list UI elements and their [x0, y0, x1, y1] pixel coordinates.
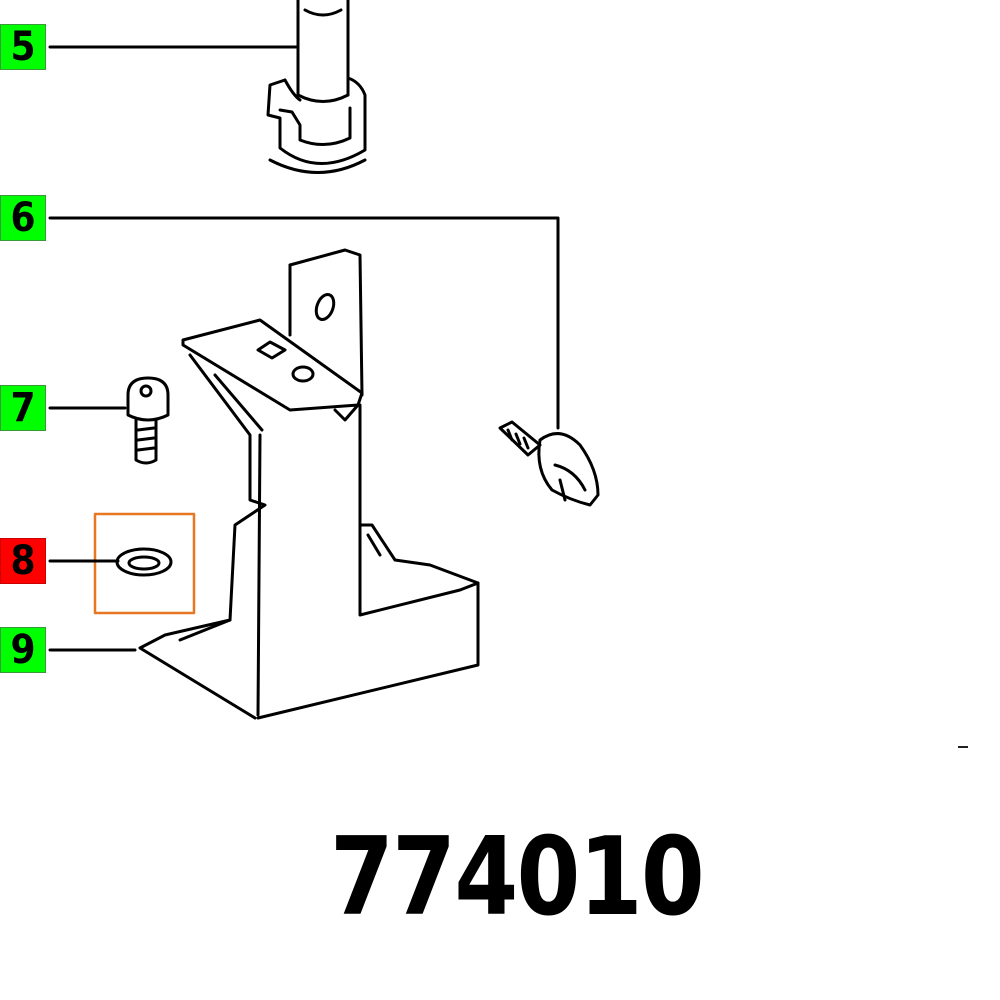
footer-mark [958, 746, 968, 748]
callout-label-9[interactable]: 9 [0, 627, 46, 673]
part-8-washer[interactable] [115, 547, 173, 577]
callout-number-5: 5 [10, 24, 36, 70]
callout-number-6: 6 [10, 195, 36, 241]
callout-label-6[interactable]: 6 [0, 195, 46, 241]
leader-line-6 [48, 216, 560, 430]
highlight-box-part-8 [93, 512, 196, 615]
callout-label-8[interactable]: 8 [0, 538, 46, 584]
callout-label-5[interactable]: 5 [0, 24, 46, 70]
part-7-socket-screw[interactable] [126, 376, 170, 465]
callout-number-7: 7 [10, 385, 36, 431]
part-number: 774010 [330, 815, 705, 940]
callout-number-9: 9 [10, 627, 36, 673]
part-6-thumb-screw[interactable] [498, 420, 600, 507]
callout-label-7[interactable]: 7 [0, 385, 46, 431]
part-5-shaft[interactable] [266, 0, 367, 174]
callout-number-8: 8 [10, 538, 36, 584]
part-9-bracket[interactable] [138, 248, 480, 720]
